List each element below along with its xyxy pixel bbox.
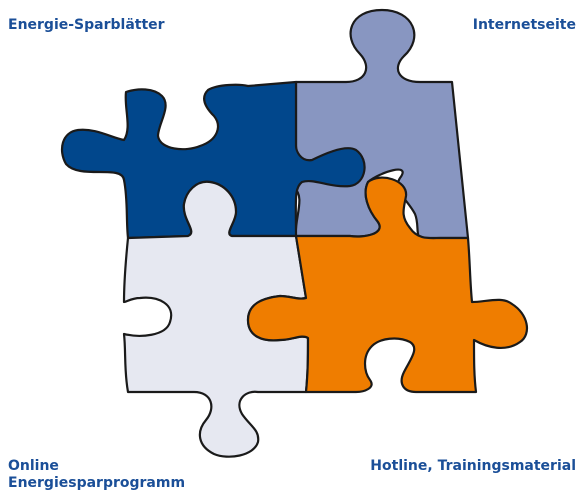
label-top-right: Internetseite [472, 17, 576, 33]
puzzle-piece-top-left [60, 80, 366, 240]
label-bottom-left: Online Energiesparprogramm [8, 458, 185, 492]
puzzle-piece-bottom-right [246, 176, 529, 394]
puzzle-piece-bottom-left [122, 180, 310, 458]
label-bottom-left-line1: Online [8, 458, 59, 474]
label-bottom-right: Hotline, Trainingsmaterial [370, 458, 576, 474]
label-bottom-left-line2: Energiesparprogramm [8, 475, 186, 491]
label-top-left: Energie-Sparblätter [8, 17, 165, 33]
